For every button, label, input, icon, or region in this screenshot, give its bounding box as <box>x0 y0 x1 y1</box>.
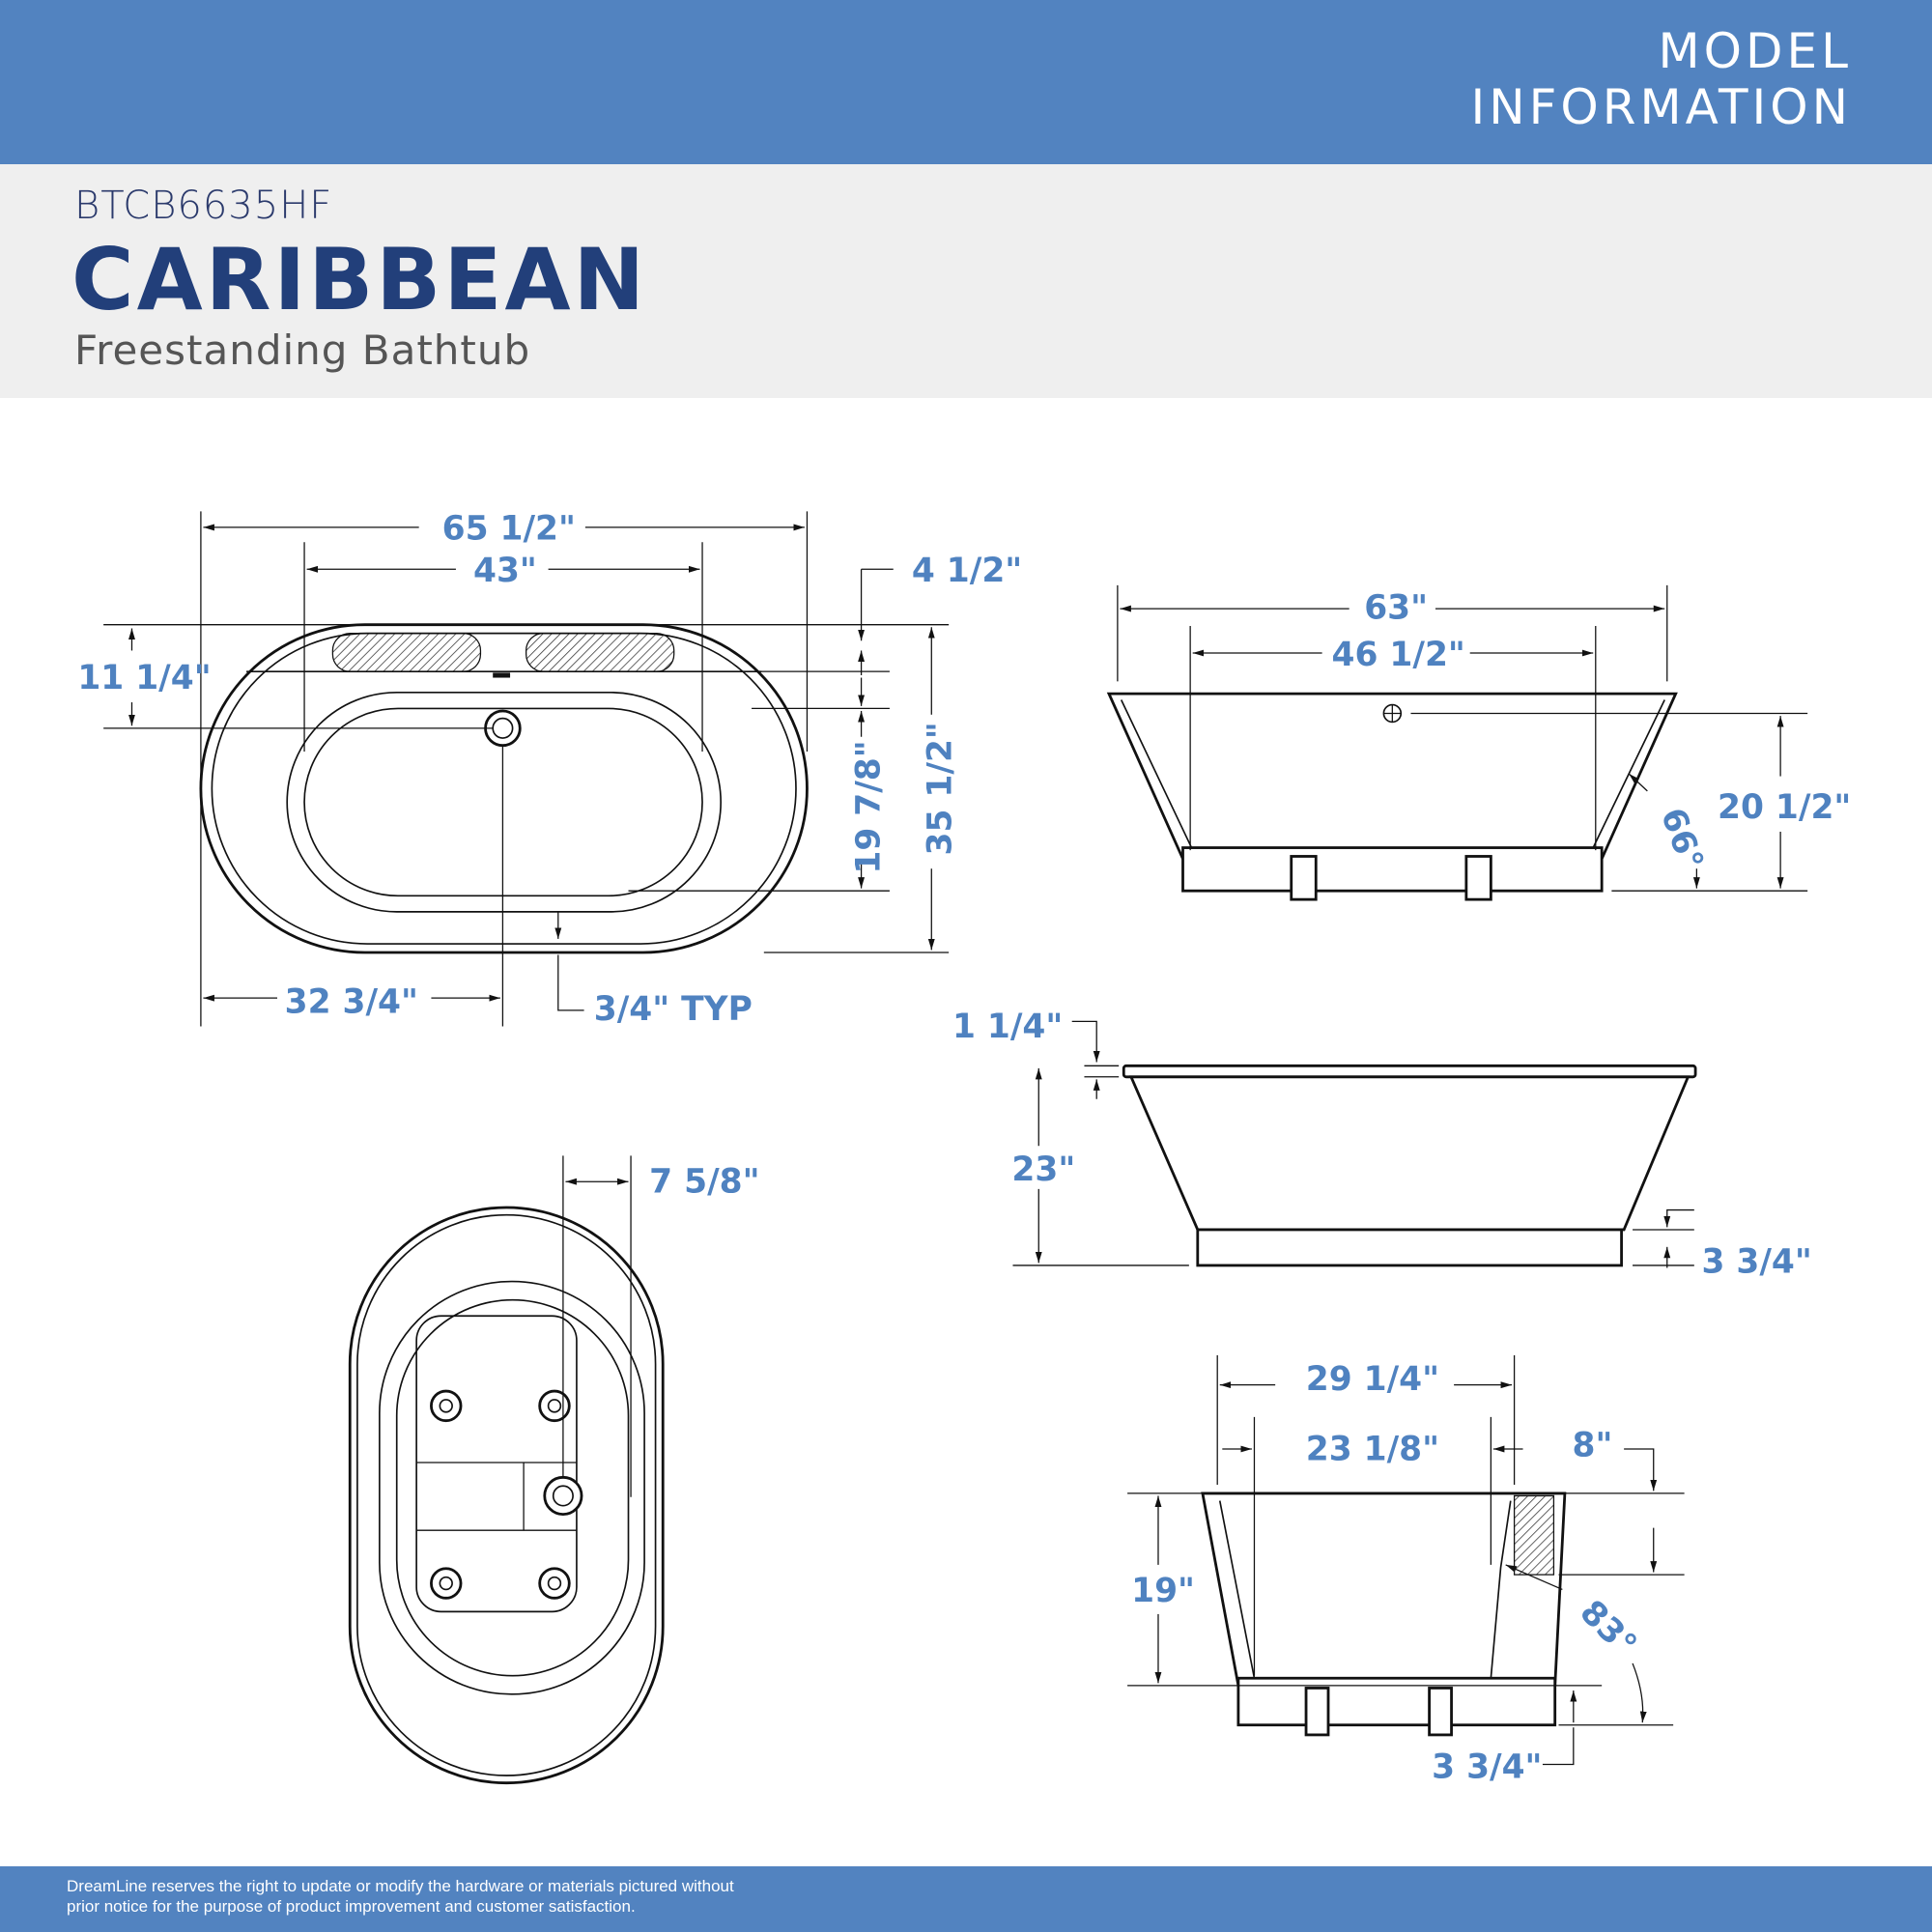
product-name: CARIBBEAN <box>71 230 648 329</box>
dim-wall-thickness: 3/4" TYP <box>594 990 753 1029</box>
dim-base-height-end: 3 3/4" <box>1432 1748 1542 1787</box>
title-band <box>0 164 1932 398</box>
product-type: Freestanding Bathtub <box>74 327 531 374</box>
dim-wall-angle-end: 83° <box>1573 1593 1644 1664</box>
dim-interior-depth: 19" <box>1131 1572 1195 1610</box>
foot <box>430 1567 463 1600</box>
dim-drain-offset-bottom: 7 5/8" <box>649 1163 759 1202</box>
footer: DreamLine reserves the right to update o… <box>0 1866 1932 1932</box>
section-title-line2: INFORMATION <box>1470 79 1852 135</box>
dim-top-width: 29 1/4" <box>1306 1360 1439 1399</box>
foot <box>430 1389 463 1423</box>
foot <box>538 1567 571 1600</box>
dim-overall-width: 35 1/2" <box>922 722 960 855</box>
disclaimer-line2: prior notice for the purpose of product … <box>67 1897 636 1916</box>
section-title: MODEL INFORMATION <box>1470 23 1852 135</box>
top-view: 65 1/2" 43" 11 1/4" 4 1/2" 19 7/8" 35 1/… <box>77 510 1022 1029</box>
dim-overflow-height: 20 1/2" <box>1718 788 1851 827</box>
drain-icon <box>543 1475 583 1517</box>
foot <box>538 1389 571 1423</box>
tub-base <box>1181 846 1604 893</box>
dim-overall-height: 23" <box>1011 1151 1075 1189</box>
headrest-pad <box>526 632 675 672</box>
dim-bottom-length: 46 1/2" <box>1332 636 1465 674</box>
section-title-line1: MODEL <box>1658 23 1852 79</box>
dim-drain-from-end: 32 3/4" <box>285 982 418 1021</box>
bottom-view: 7 5/8" <box>348 1155 760 1785</box>
dim-top-length: 63" <box>1364 588 1428 627</box>
foot <box>1464 855 1492 901</box>
dim-rim-depth: 8" <box>1573 1427 1613 1465</box>
disclaimer: DreamLine reserves the right to update o… <box>67 1876 734 1917</box>
dim-wall-angle: 66° <box>1653 803 1711 875</box>
foot <box>1290 855 1318 901</box>
dim-rim-to-overflow: 4 1/2" <box>912 552 1022 590</box>
front-view: 1 1/4" 23" 3 3/4" <box>952 1008 1812 1282</box>
model-number: BTCB6635HF <box>74 184 333 228</box>
dim-bottom-width: 23 1/8" <box>1306 1430 1439 1468</box>
dim-overall-length: 65 1/2" <box>442 510 576 549</box>
basin-outline <box>286 692 723 913</box>
end-view: 29 1/4" 23 1/8" 8" 19" 83° 3 3/4" <box>1127 1355 1685 1787</box>
header-band: MODEL INFORMATION <box>0 0 1932 164</box>
side-view: 63" 46 1/2" 20 1/2" 66° <box>1106 584 1851 901</box>
dim-base-height: 3 3/4" <box>1701 1243 1811 1282</box>
headrest-pad <box>331 632 482 672</box>
foot <box>1428 1687 1453 1737</box>
dim-basin-width: 19 7/8" <box>850 740 889 873</box>
dim-basin-length: 43" <box>473 552 537 590</box>
tub-base <box>1196 1228 1623 1267</box>
dim-rim-height: 1 1/4" <box>952 1008 1063 1046</box>
dim-drain-offset: 11 1/4" <box>77 659 211 697</box>
foot <box>1304 1687 1330 1737</box>
disclaimer-line1: DreamLine reserves the right to update o… <box>67 1877 734 1895</box>
